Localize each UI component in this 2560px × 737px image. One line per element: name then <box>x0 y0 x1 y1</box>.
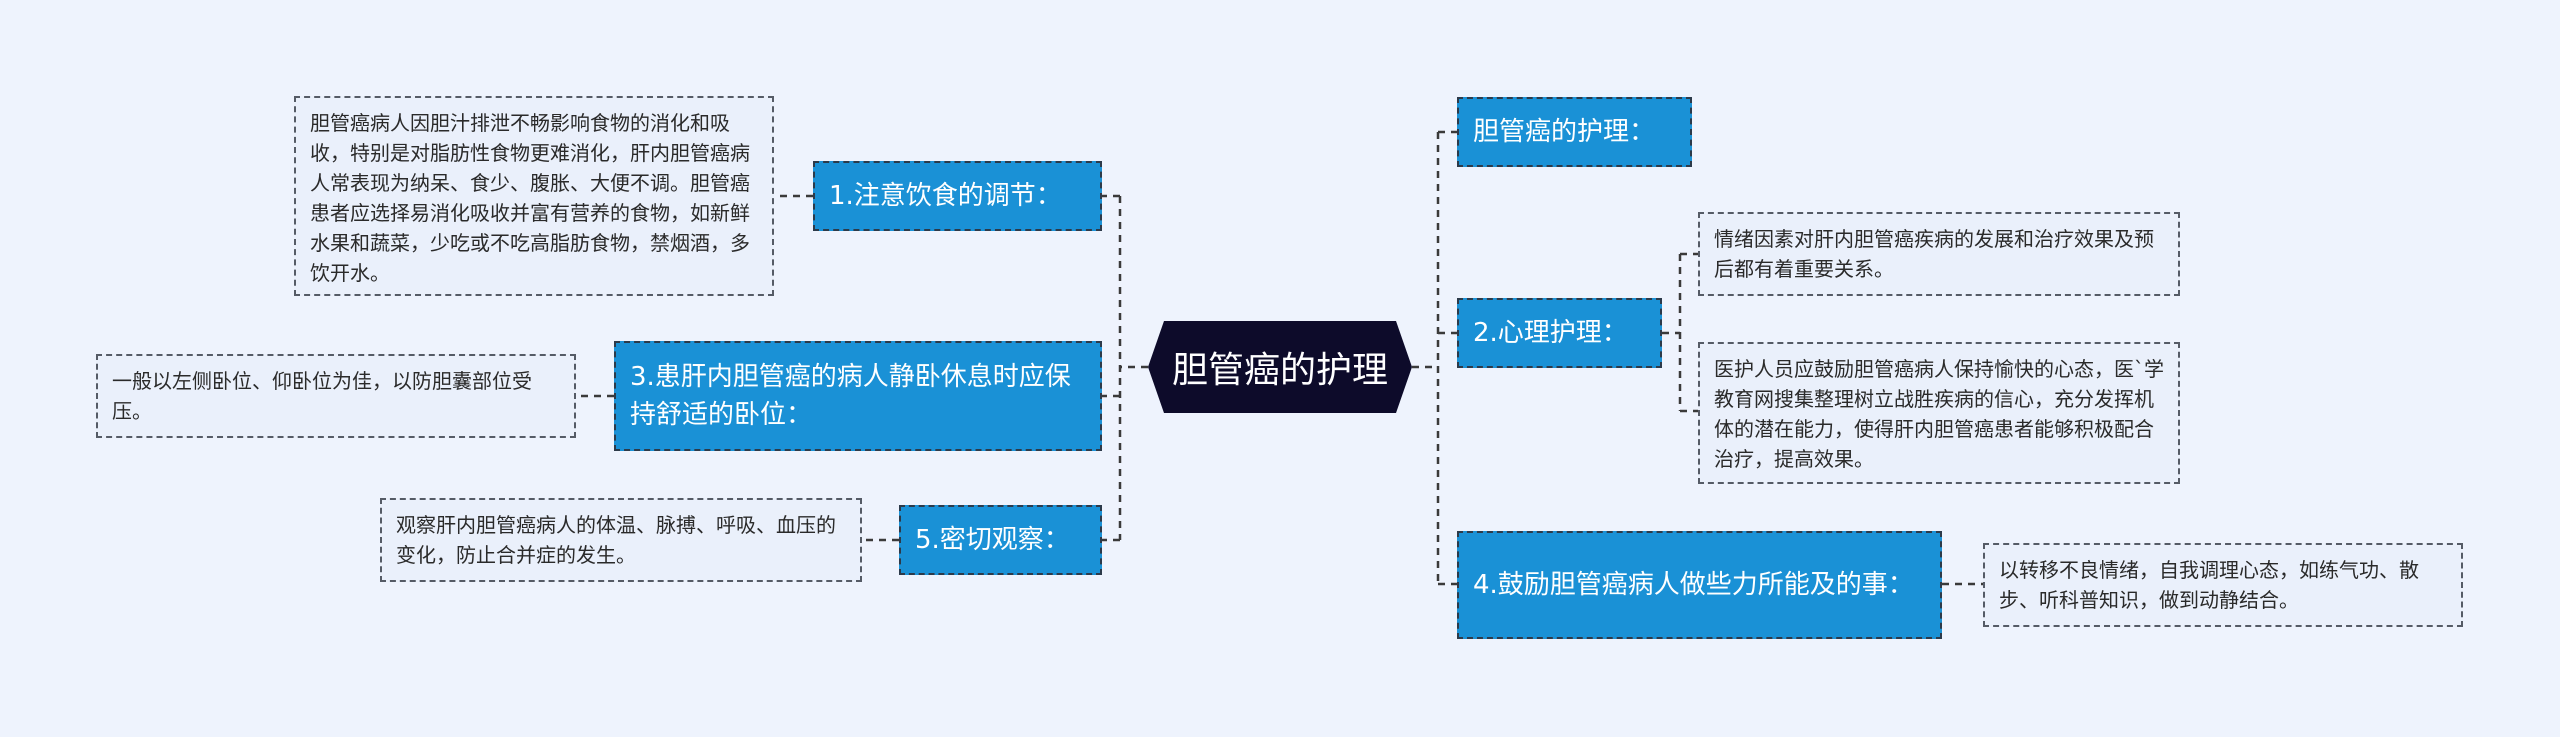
psych-detail-1-text: 情绪因素对肝内胆管癌疾病的发展和治疗效果及预后都有着重要关系。 <box>1714 227 2154 281</box>
rest-detail-text: 一般以左侧卧位、仰卧位为佳，以防胆囊部位受压。 <box>112 369 532 423</box>
psych-detail-2[interactable]: 医护人员应鼓励胆管癌病人保持愉快的心态，医`学教育网搜集整理树立战胜疾病的信心，… <box>1698 342 2180 484</box>
observe-detail[interactable]: 观察肝内胆管癌病人的体温、脉搏、呼吸、血压的变化，防止合并症的发生。 <box>380 498 862 582</box>
branch-diet-label: 1.注意饮食的调节： <box>829 181 1062 211</box>
diet-detail[interactable]: 胆管癌病人因胆汁排泄不畅影响食物的消化和吸收，特别是对脂肪性食物更难消化，肝内胆… <box>294 96 774 296</box>
branch-nursing[interactable]: 胆管癌的护理： <box>1457 97 1692 167</box>
branch-nursing-label: 胆管癌的护理： <box>1473 117 1656 147</box>
encourage-detail-text: 以转移不良情绪，自我调理心态，如练气功、散步、听科普知识，做到动静结合。 <box>1999 558 2419 612</box>
observe-detail-text: 观察肝内胆管癌病人的体温、脉搏、呼吸、血压的变化，防止合并症的发生。 <box>396 513 836 567</box>
branch-observe-label: 5.密切观察： <box>915 525 1070 555</box>
center-topic[interactable]: 胆管癌的护理 <box>1148 321 1412 413</box>
center-topic-label: 胆管癌的护理 <box>1171 350 1388 391</box>
branch-observe[interactable]: 5.密切观察： <box>899 505 1102 575</box>
branch-rest[interactable]: 3.患肝内胆管癌的病人静卧休息时应保持舒适的卧位： <box>614 341 1102 451</box>
rest-detail[interactable]: 一般以左侧卧位、仰卧位为佳，以防胆囊部位受压。 <box>96 354 576 438</box>
branch-rest-label: 3.患肝内胆管癌的病人静卧休息时应保持舒适的卧位： <box>630 362 1071 430</box>
encourage-detail[interactable]: 以转移不良情绪，自我调理心态，如练气功、散步、听科普知识，做到动静结合。 <box>1983 543 2463 627</box>
branch-psych[interactable]: 2.心理护理： <box>1457 298 1662 368</box>
psych-detail-2-text: 医护人员应鼓励胆管癌病人保持愉快的心态，医`学教育网搜集整理树立战胜疾病的信心，… <box>1714 357 2164 471</box>
psych-detail-1[interactable]: 情绪因素对肝内胆管癌疾病的发展和治疗效果及预后都有着重要关系。 <box>1698 212 2180 296</box>
branch-encourage-label: 4.鼓励胆管癌病人做些力所能及的事： <box>1473 570 1914 600</box>
branch-encourage[interactable]: 4.鼓励胆管癌病人做些力所能及的事： <box>1457 531 1942 639</box>
branch-psych-label: 2.心理护理： <box>1473 318 1628 348</box>
branch-diet[interactable]: 1.注意饮食的调节： <box>813 161 1102 231</box>
diet-detail-text: 胆管癌病人因胆汁排泄不畅影响食物的消化和吸收，特别是对脂肪性食物更难消化，肝内胆… <box>310 111 750 285</box>
